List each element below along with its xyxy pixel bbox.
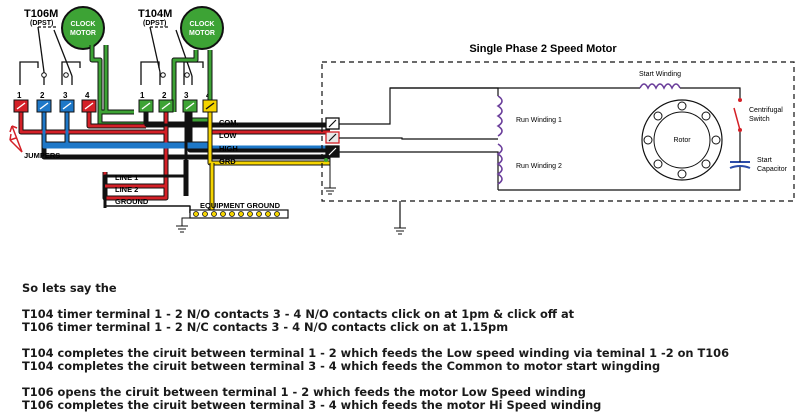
start-capacitor-label-1: Start <box>757 157 772 164</box>
t106-terminal-number-4: 4 <box>85 91 90 100</box>
start-capacitor-label-2: Capacitor <box>757 166 788 173</box>
t104-motor-label: MOTOR <box>189 30 215 37</box>
line1-label: LINE 1 <box>115 173 138 182</box>
t104-terminal-number-3: 3 <box>184 91 189 100</box>
main-wires <box>18 110 330 213</box>
ground-symbol-icon <box>176 225 188 233</box>
rotor-icon <box>641 99 723 181</box>
equipment-ground-bar <box>176 209 289 233</box>
notes-line-4: T104 completes the ciruit between termin… <box>22 359 661 373</box>
start-winding-label: Start Winding <box>639 71 681 78</box>
timer-t106: T106M (DPST) CLOCK MOTOR 1 2 3 4 <box>17 6 105 100</box>
t104-label: T104M <box>138 8 172 20</box>
frame-ground-icon <box>394 227 406 235</box>
t104-terminal-number-2: 2 <box>162 91 167 100</box>
t106-terminal-number-3: 3 <box>63 91 68 100</box>
t106-clock-label: CLOCK <box>71 21 96 28</box>
run-winding-2-label: Run Winding 2 <box>516 163 562 170</box>
t106-label: T106M <box>24 8 58 20</box>
wire-labels: COM. LOW HIGH GRD LINE 1 LINE 2 GROUND E… <box>24 118 281 210</box>
equipment-ground-label: EQUIPMENT GROUND <box>200 201 281 210</box>
start-winding-coil <box>639 83 681 90</box>
run-winding-1-label: Run Winding 1 <box>516 117 562 124</box>
centrifugal-switch-label-1: Centrifugal <box>749 107 783 114</box>
t106-type: (DPST) <box>30 20 53 27</box>
explanation-notes: So lets say the T104 timer terminal 1 - … <box>22 282 792 412</box>
t106-clock-motor-icon <box>61 6 105 50</box>
notes-line-2: T106 timer terminal 1 - 2 N/C contacts 3… <box>22 320 509 334</box>
notes-line-1: T104 timer terminal 1 - 2 N/O contacts 3… <box>22 307 575 321</box>
t106-motor-label: MOTOR <box>70 30 96 37</box>
t104-type: (DPST) <box>143 20 166 27</box>
start-capacitor-icon <box>729 158 751 174</box>
motor-dashed-box <box>321 61 795 202</box>
t106-terminal-number-1: 1 <box>17 91 22 100</box>
wiring-diagram: T106M (DPST) CLOCK MOTOR 1 2 3 4 T104M (… <box>9 6 795 235</box>
t104-clock-motor-icon <box>180 6 224 50</box>
ground-label: GROUND <box>115 197 149 206</box>
motor-internal-wiring <box>339 87 741 228</box>
com-label: COM. <box>219 118 239 127</box>
t104-terminal-number-1: 1 <box>140 91 145 100</box>
notes-line-5: T106 opens the ciruit between terminal 1… <box>22 385 586 399</box>
high-label: HIGH <box>219 144 238 153</box>
motor-title: Single Phase 2 Speed Motor <box>469 43 617 55</box>
centrifugal-switch-label-2: Switch <box>749 116 770 123</box>
notes-line-3: T104 completes the ciruit between termin… <box>22 346 730 360</box>
jumpers-label: JUMPERS <box>24 151 60 160</box>
centrifugal-switch-icon <box>733 98 742 132</box>
timer-terminal-blocks <box>13 99 218 113</box>
notes-intro: So lets say the <box>22 281 117 295</box>
grd-label: GRD <box>219 157 236 166</box>
timer-t104: T104M (DPST) CLOCK MOTOR 1 2 3 4 <box>138 6 224 100</box>
run-winding-coils <box>496 95 503 185</box>
rotor-label: Rotor <box>673 137 691 144</box>
t106-terminal-number-2: 2 <box>40 91 45 100</box>
jumper-arrows <box>9 125 23 153</box>
low-label: LOW <box>219 131 237 140</box>
line2-label: LINE 2 <box>115 185 138 194</box>
motor-ground-icon <box>324 187 336 195</box>
t104-clock-label: CLOCK <box>190 21 215 28</box>
notes-line-6: T106 completes the ciruit between termin… <box>22 398 602 412</box>
motor-terminal-block <box>324 117 340 195</box>
